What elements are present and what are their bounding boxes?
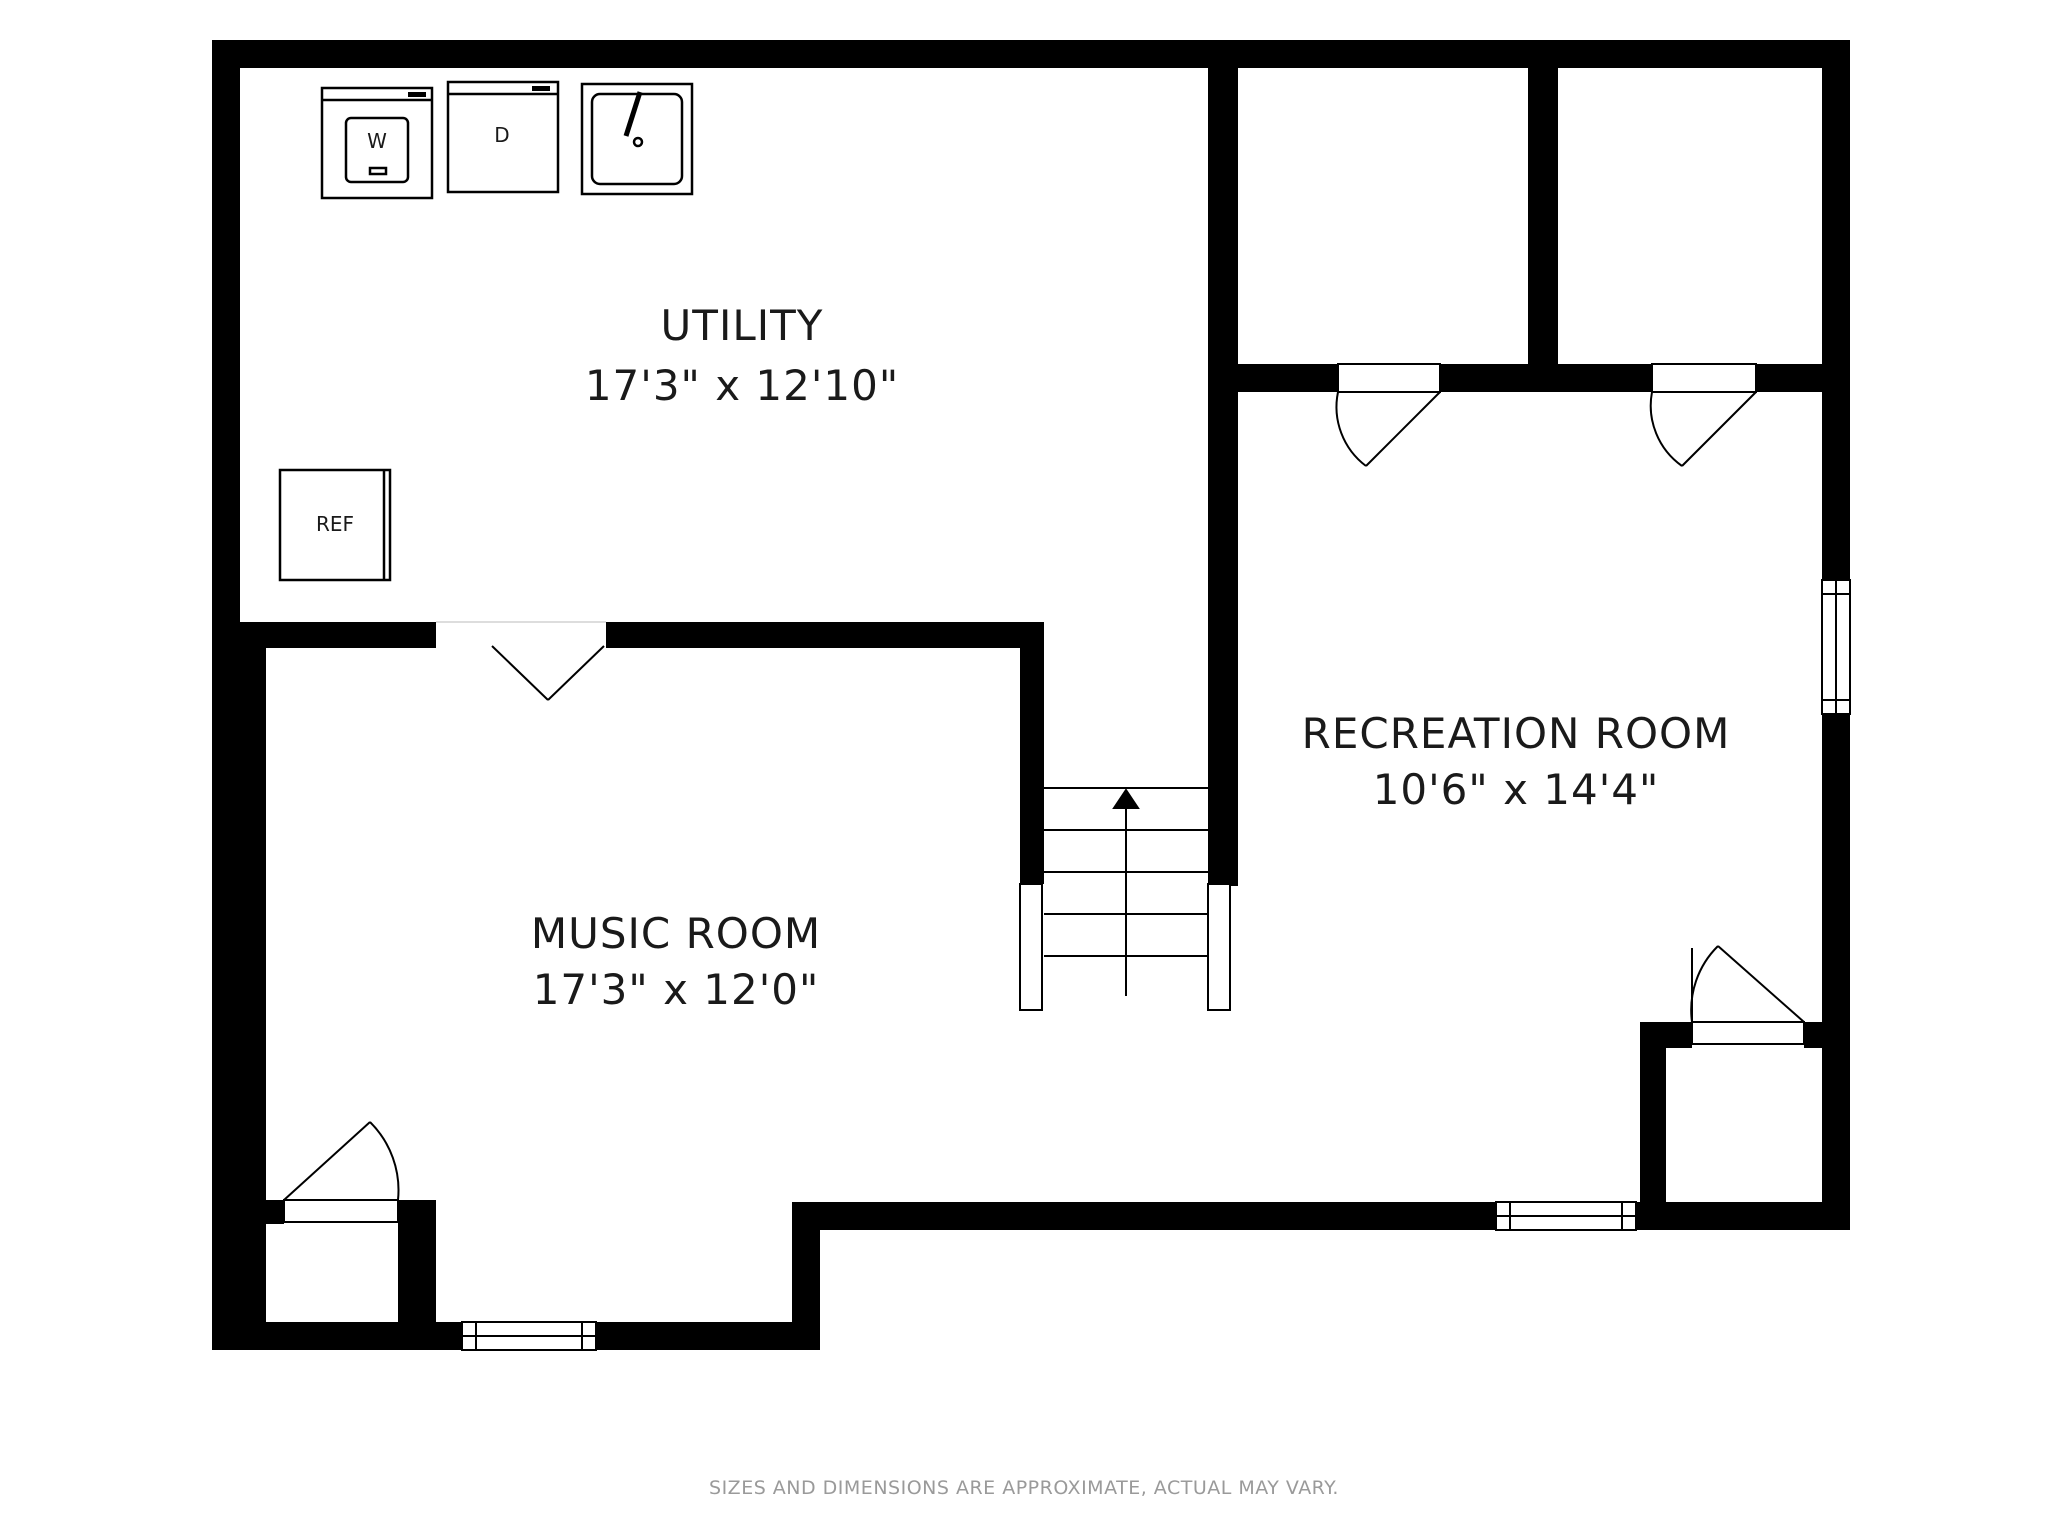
stairs (1019, 787, 1231, 1011)
room-music-label: MUSIC ROOM 17'3" x 12'0" (531, 909, 821, 1014)
dryer: D (446, 80, 560, 194)
room-music-name: MUSIC ROOM (531, 909, 821, 958)
room-utility-label: UTILITY 17'3" x 12'10" (585, 301, 899, 410)
washer: W (320, 86, 434, 200)
doors (283, 363, 1805, 1223)
room-recreation-label: RECREATION ROOM 10'6" x 14'4" (1302, 709, 1731, 814)
stairs-up-arrow-icon (1112, 788, 1140, 809)
washer-label: W (367, 129, 387, 153)
door-music-left (491, 645, 549, 701)
room-utility-dimensions: 17'3" x 12'10" (585, 361, 899, 410)
door-music-right (547, 645, 605, 701)
windows (461, 579, 1851, 1351)
refrigerator: REF (278, 468, 392, 582)
walls (212, 40, 1850, 1350)
refrigerator-label: REF (316, 512, 354, 536)
disclaimer: SIZES AND DIMENSIONS ARE APPROXIMATE, AC… (709, 1477, 1339, 1499)
utility-sink (580, 82, 694, 196)
dryer-label: D (494, 123, 509, 147)
room-recreation-name: RECREATION ROOM (1302, 709, 1731, 758)
room-recreation-dimensions: 10'6" x 14'4" (1373, 765, 1660, 814)
room-utility-name: UTILITY (661, 301, 824, 350)
room-music-dimensions: 17'3" x 12'0" (533, 965, 820, 1014)
